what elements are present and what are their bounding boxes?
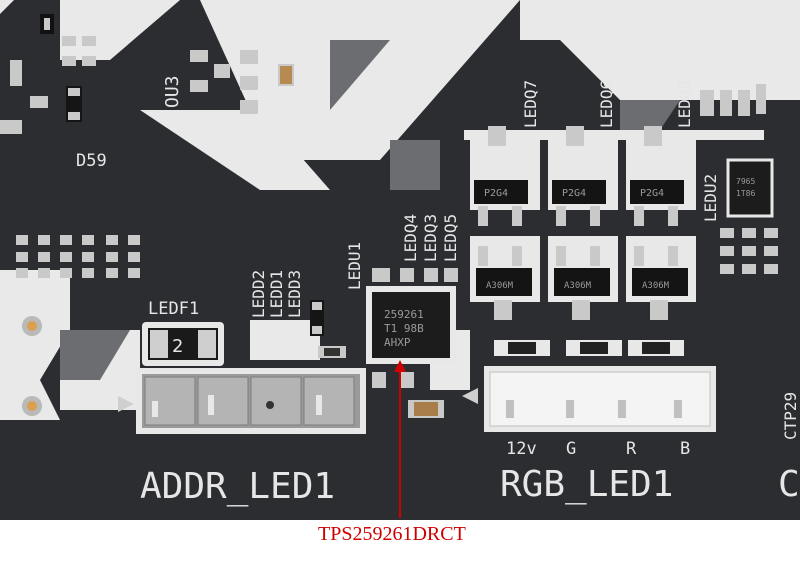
- label-ledq8: LEDQ8: [675, 80, 694, 128]
- resistor-array-left: [16, 235, 140, 278]
- mosfet-bottom-mark-2: A306M: [564, 281, 592, 291]
- pin-label-g: G: [566, 439, 576, 459]
- pin-label-12v: 12v: [506, 439, 537, 459]
- mosfet-top-mark-2: P2G4: [562, 188, 586, 199]
- label-ledu2: LEDU2: [701, 174, 720, 222]
- mounting-vias: [22, 316, 42, 416]
- smd-components-top-left: [0, 14, 96, 134]
- mosfet-top-mark-1: P2G4: [484, 188, 508, 199]
- ic-mark-line3: AHXP: [384, 336, 411, 349]
- tps-ic-package: [366, 286, 456, 364]
- pin1-marker-rgb: [462, 388, 478, 404]
- label-ledq3: LEDQ3: [421, 214, 440, 262]
- fuse-marking: 2: [172, 336, 183, 357]
- label-ctp29: CTP29: [781, 392, 800, 440]
- label-ledd1: LEDD1: [267, 270, 286, 318]
- right-components: [700, 84, 778, 274]
- ic-mark-line1: 259261: [384, 308, 424, 321]
- ic-mark-line2: T1 98B: [384, 322, 424, 335]
- mosfet-pads: [464, 126, 764, 226]
- label-ledq6: LEDQ6: [597, 80, 616, 128]
- label-d59: D59: [76, 151, 107, 171]
- edge-label-c: C: [778, 464, 800, 505]
- pin-label-r: R: [626, 439, 637, 459]
- callout-arrow: [394, 360, 406, 518]
- mosfet-bottom-mark-1: A306M: [486, 281, 514, 291]
- rgb-led-label: RGB_LED1: [500, 464, 673, 505]
- silkscreen-regions: [0, 0, 800, 420]
- mosfet-bottom-mark-3: A306M: [642, 281, 670, 291]
- rgb-led-header: [484, 366, 716, 432]
- addr-led-label: ADDR_LED1: [140, 466, 335, 507]
- ou3-region: [190, 50, 294, 114]
- addr-led-header: [136, 368, 366, 434]
- ledf1-fuse: [142, 322, 224, 366]
- label-ledf1: LEDF1: [148, 299, 199, 319]
- label-ledd2: LEDD2: [249, 270, 268, 318]
- label-ledq7: LEDQ7: [521, 80, 540, 128]
- pin1-marker-addr: [118, 396, 134, 412]
- ledu2-mark-line2: 1T86: [736, 189, 755, 198]
- below-board-area: [0, 520, 800, 569]
- diode-row: [494, 340, 684, 356]
- grey-shading: [60, 40, 680, 380]
- mosfet-pads-bottom: [470, 236, 696, 320]
- label-ledq5: LEDQ5: [441, 214, 460, 262]
- mosfet-top-mark-3: P2G4: [640, 188, 664, 199]
- label-ledu1: LEDU1: [345, 242, 364, 290]
- label-ou3: OU3: [162, 75, 183, 108]
- callout-part-number: TPS259261DRCT: [318, 523, 466, 545]
- pin-label-b: B: [680, 439, 690, 459]
- label-ledd3: LEDD3: [285, 270, 304, 318]
- label-ledq4: LEDQ4: [401, 214, 420, 262]
- ledd-components: [310, 268, 458, 418]
- ledu2-mark-line1: 7965: [736, 177, 755, 186]
